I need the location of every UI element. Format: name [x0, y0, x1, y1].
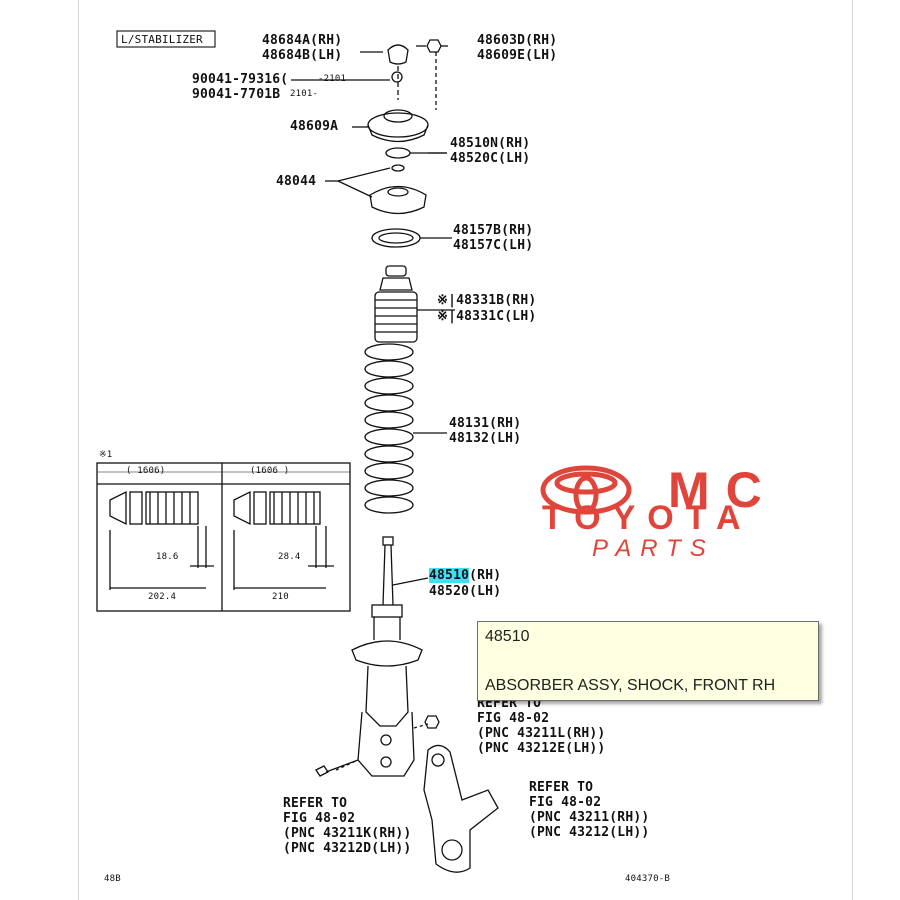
label-48684a[interactable]: 48684A(RH): [262, 33, 343, 48]
tooltip-part-number: 48510: [485, 628, 530, 645]
steering-knuckle[interactable]: [423, 744, 499, 873]
spring-coil: [364, 462, 414, 480]
footer-page-ref: 48B: [104, 874, 121, 884]
label-48510[interactable]: 48510(RH): [429, 568, 501, 583]
lower-nut-right[interactable]: [413, 715, 440, 729]
part-48603-bolt[interactable]: [426, 39, 448, 110]
tooltip-description: ABSORBER ASSY, SHOCK, FRONT RH: [485, 677, 776, 694]
label-48157b[interactable]: 48157B(RH): [453, 223, 534, 238]
label-90041-7701[interactable]: 90041-7701B: [192, 87, 281, 102]
inset-mark: ※1: [99, 450, 113, 460]
label-90041-79316-range: -2101: [318, 74, 347, 84]
spring-coil: [364, 394, 414, 412]
part-tooltip: 48510 ABSORBER ASSY, SHOCK, FRONT RH: [477, 621, 819, 701]
label-48131[interactable]: 48131(RH): [449, 416, 522, 431]
label-48609a[interactable]: 48609A: [290, 119, 339, 134]
label-48510n[interactable]: 48510N(RH): [450, 136, 531, 151]
part-48609a-support[interactable]: [352, 109, 429, 143]
spring-coil: [364, 445, 414, 463]
spring-coil: [364, 496, 414, 514]
refer-mid-line: (PNC 43212E(LH)): [477, 741, 606, 756]
inset-col2-dim-total: 210: [272, 592, 289, 602]
refer-mid-line[interactable]: FIG 48-02: [477, 711, 550, 726]
refer-right-line: REFER TO: [529, 780, 594, 795]
refer-left: REFER TO FIG 48-02 (PNC 43211K(RH)) (PNC…: [283, 796, 411, 856]
spring-coil: [364, 428, 414, 446]
stabilizer-label: L/STABILIZER: [121, 33, 203, 46]
refer-left-line: (PNC 43212D(LH)): [283, 841, 412, 856]
label-48132[interactable]: 48132(LH): [449, 431, 522, 446]
spring-coil: [364, 377, 414, 395]
part-48684-nut[interactable]: [387, 44, 409, 65]
spring-coil: [364, 479, 414, 497]
part-48157-insulator[interactable]: [371, 228, 452, 248]
page-border-left: [78, 0, 79, 900]
inset-col2-header: (1606 ): [250, 466, 290, 476]
page-border-right: [852, 0, 853, 900]
part-48131-spring[interactable]: [364, 343, 447, 514]
label-48520c[interactable]: 48520C(LH): [450, 151, 531, 166]
spring-coil: [364, 360, 414, 378]
footer-figure-code: 404370-B: [625, 874, 670, 884]
label-48520[interactable]: 48520(LH): [429, 584, 502, 599]
refer-right: REFER TO FIG 48-02 (PNC 43211(RH)) (PNC …: [529, 780, 649, 840]
watermark-mc: MC: [668, 462, 778, 518]
label-48603d[interactable]: 48603D(RH): [477, 33, 558, 48]
watermark-parts: PARTS: [592, 535, 715, 562]
refer-right-line: (PNC 43211(RH)): [529, 810, 650, 825]
label-48157c[interactable]: 48157C(LH): [453, 238, 534, 253]
spring-coil: [364, 411, 414, 429]
watermark-toyota: TOYOTA: [542, 499, 753, 537]
refer-mid-line: (PNC 43211L(RH)): [477, 726, 606, 741]
label-48684b[interactable]: 48684B(LH): [262, 48, 343, 63]
inset-col2-dim-small: 28.4: [278, 552, 301, 562]
toyota-logo-mark: [540, 465, 632, 515]
refer-mid: REFER TO FIG 48-02 (PNC 43211L(RH)) (PNC…: [477, 696, 605, 756]
label-48510-side: (RH): [469, 568, 502, 583]
part-48331-boot[interactable]: [374, 265, 455, 343]
label-48510-number[interactable]: 48510: [429, 568, 470, 583]
inset-col1-header: ( 1606): [126, 466, 166, 476]
spring-coil: [364, 343, 414, 361]
stabilizer-label-box: [116, 30, 216, 48]
label-90041-79316[interactable]: 90041-79316(: [192, 72, 289, 87]
refer-left-line: (PNC 43211K(RH)): [283, 826, 412, 841]
lower-bolt-left[interactable]: [315, 759, 359, 777]
label-48331c[interactable]: ※|48331C(LH): [437, 309, 537, 324]
label-90041-7701-range: 2101-: [290, 89, 319, 99]
label-48331b[interactable]: ※|48331B(RH): [437, 293, 537, 308]
refer-left-line[interactable]: FIG 48-02: [283, 811, 356, 826]
refer-right-line[interactable]: FIG 48-02: [529, 795, 602, 810]
label-48609e[interactable]: 48609E(LH): [477, 48, 558, 63]
refer-right-line: (PNC 43212(LH)): [529, 825, 650, 840]
part-48044-seat[interactable]: [325, 164, 427, 215]
inset-box: [96, 462, 351, 612]
inset-col1-dim-total: 202.4: [148, 592, 177, 602]
refer-left-line: REFER TO: [283, 796, 348, 811]
label-48044[interactable]: 48044: [276, 174, 317, 189]
part-48510-absorber[interactable]: [335, 536, 429, 777]
inset-col1-dim-small: 18.6: [156, 552, 179, 562]
part-90041-nut[interactable]: [291, 71, 403, 83]
